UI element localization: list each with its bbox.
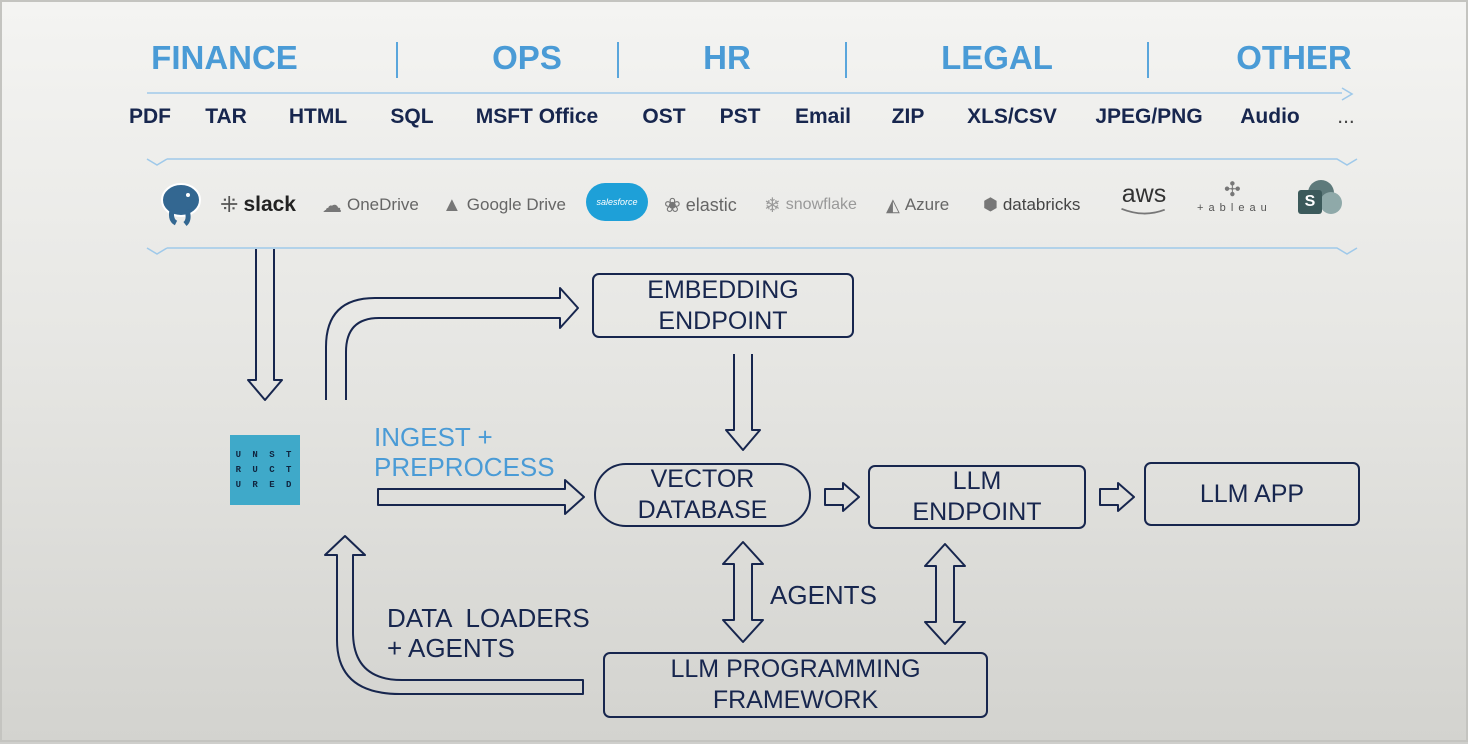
- unstructured-logo: U N S T R U C T U R E D: [230, 435, 300, 505]
- postgresql-elephant-icon: [158, 183, 204, 226]
- ingest-preprocess-label: INGEST + PREPROCESS: [374, 422, 555, 482]
- bidirectional-arrow-llm-framework: [924, 543, 966, 645]
- format-ost: OST: [642, 105, 686, 128]
- ingest-arrow: [377, 479, 585, 515]
- databricks-icon: ⬢: [983, 195, 998, 214]
- cloud-icon: ☁: [322, 194, 342, 217]
- bracket-line: [146, 158, 1358, 166]
- format-jpeg-png: JPEG/PNG: [1095, 105, 1203, 128]
- tableau-cross-icon: ✣: [1224, 179, 1241, 201]
- down-arrow-from-sources: [247, 249, 283, 401]
- format-pdf: PDF: [129, 105, 171, 128]
- unstructured-logo-line: R U C T: [235, 465, 295, 475]
- data-loaders-agents-label: DATA LOADERS + AGENTS: [387, 603, 590, 663]
- unstructured-logo-line: U R E D: [235, 480, 295, 490]
- aws-label: aws: [1121, 180, 1167, 208]
- google-drive-label: Google Drive: [466, 195, 567, 214]
- bidirectional-arrow-vector-framework: [722, 541, 764, 643]
- llm-app-label: LLM APP: [1199, 479, 1305, 508]
- embedding-endpoint-label: EMBEDDING ENDPOINT: [647, 275, 799, 335]
- azure-icon: ◭: [886, 194, 900, 215]
- onedrive-label: OneDrive: [347, 195, 419, 214]
- databricks-logo: ⬢ databricks: [983, 188, 1080, 222]
- elastic-icon: ❀: [664, 194, 681, 217]
- llm-programming-framework-box: LLM PROGRAMMING FRAMEWORK: [603, 652, 988, 718]
- salesforce-logo: salesforce: [586, 183, 648, 221]
- bracket-line: [146, 247, 1358, 255]
- category-hr: HR: [703, 39, 751, 76]
- salesforce-cloud-icon: salesforce: [586, 183, 648, 221]
- aws-logo: aws: [1117, 182, 1171, 216]
- sharepoint-icon: S: [1298, 180, 1344, 217]
- agents-label: AGENTS: [770, 580, 877, 610]
- azure-label: Azure: [904, 195, 950, 214]
- elastic-label: elastic: [685, 194, 737, 215]
- category-finance: FINANCE: [151, 39, 298, 76]
- vector-database-label: VECTOR DATABASE: [637, 465, 768, 524]
- slack-logo: ⁜ slack: [220, 188, 296, 222]
- azure-logo: ◭ Azure: [886, 188, 949, 222]
- llm-app-box: LLM APP: [1144, 462, 1360, 526]
- arrow-embedding-to-vector: [725, 354, 761, 451]
- llm-endpoint-box: LLM ENDPOINT: [868, 465, 1086, 529]
- category-legal: LEGAL: [941, 39, 1053, 76]
- aws-smile-icon: [1121, 207, 1166, 215]
- snowflake-logo: ❄ snowflake: [764, 188, 857, 222]
- unstructured-logo-line: U N S T: [235, 450, 295, 460]
- format-more: ...: [1337, 105, 1355, 128]
- format-email: Email: [794, 105, 852, 128]
- llm-programming-framework-label: LLM PROGRAMMING FRAMEWORK: [670, 655, 921, 714]
- arrow-llm-to-app: [1099, 482, 1135, 512]
- format-sql: SQL: [390, 105, 434, 128]
- tableau-logo: ✣ + a b l e a u: [1197, 180, 1268, 214]
- snowflake-icon: ❄: [764, 194, 781, 217]
- slack-label: slack: [243, 193, 296, 216]
- category-separator: [396, 42, 398, 78]
- slack-hash-icon: ⁜: [220, 192, 239, 217]
- drive-triangle-icon: ▲: [442, 193, 462, 216]
- snowflake-label: snowflake: [785, 196, 857, 213]
- curved-arrow-data-loaders: [324, 535, 584, 695]
- embedding-endpoint-box: EMBEDDING ENDPOINT: [592, 273, 854, 338]
- format-audio: Audio: [1240, 105, 1300, 128]
- onedrive-logo: ☁ OneDrive: [322, 188, 419, 222]
- category-separator: [845, 42, 847, 78]
- vector-database-box: VECTOR DATABASE: [594, 463, 811, 527]
- format-pst: PST: [719, 105, 761, 128]
- format-zip: ZIP: [891, 105, 925, 128]
- category-separator: [1147, 42, 1149, 78]
- category-other: OTHER: [1236, 39, 1352, 76]
- format-html: HTML: [288, 105, 348, 128]
- databricks-label: databricks: [1002, 195, 1081, 214]
- llm-endpoint-label: LLM ENDPOINT: [912, 467, 1042, 526]
- arrow-vector-to-llm: [824, 482, 860, 512]
- format-xls-csv: XLS/CSV: [967, 105, 1057, 128]
- category-ops: OPS: [492, 39, 562, 76]
- curved-arrow-to-embedding: [325, 287, 579, 400]
- tableau-label: + a b l e a u: [1197, 202, 1268, 214]
- format-msft-office: MSFT Office: [475, 105, 599, 128]
- salesforce-label: salesforce: [596, 197, 638, 207]
- format-tar: TAR: [205, 105, 247, 128]
- google-drive-logo: ▲ Google Drive: [442, 188, 566, 222]
- bracket-chevron-icon: [1341, 87, 1354, 101]
- elastic-logo: ❀ elastic: [664, 188, 737, 222]
- category-separator: [617, 42, 619, 78]
